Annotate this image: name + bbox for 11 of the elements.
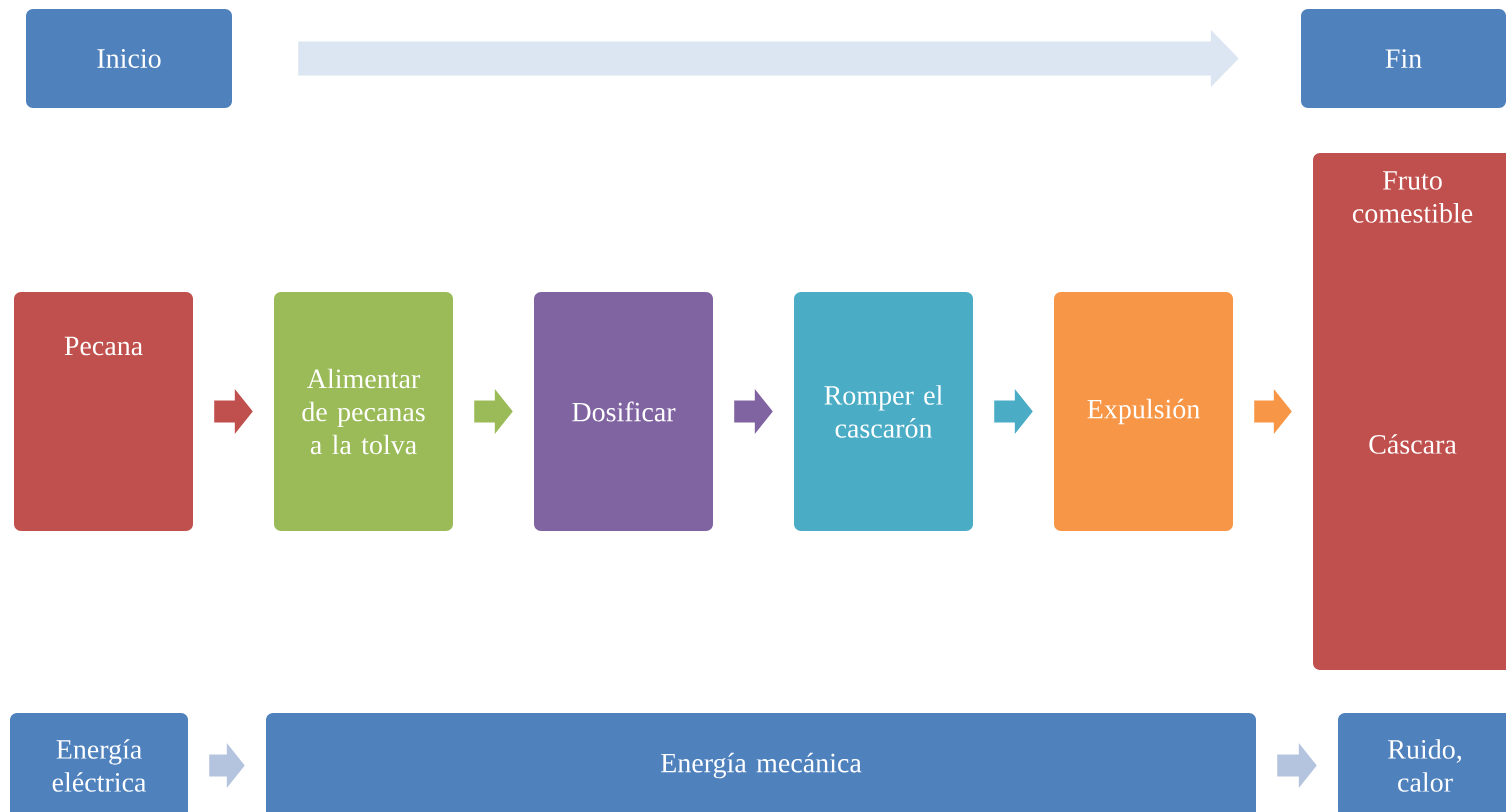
process-box: Ruido, calor [1338,713,1506,812]
process-box: Fin [1301,9,1506,108]
process-box: Pecana [14,292,193,531]
process-box: Alimentar de pecanas a la tolva [274,292,453,531]
process-box: Energía mecánica [266,713,1256,812]
process-box: Dosificar [534,292,713,531]
process-box: Romper el cascarón [794,292,973,531]
process-box: Expulsión [1054,292,1233,531]
process-box: Fruto comestible Cáscara [1313,153,1506,670]
process-box: Inicio [26,9,232,108]
process-box: Energía eléctrica [10,713,188,812]
